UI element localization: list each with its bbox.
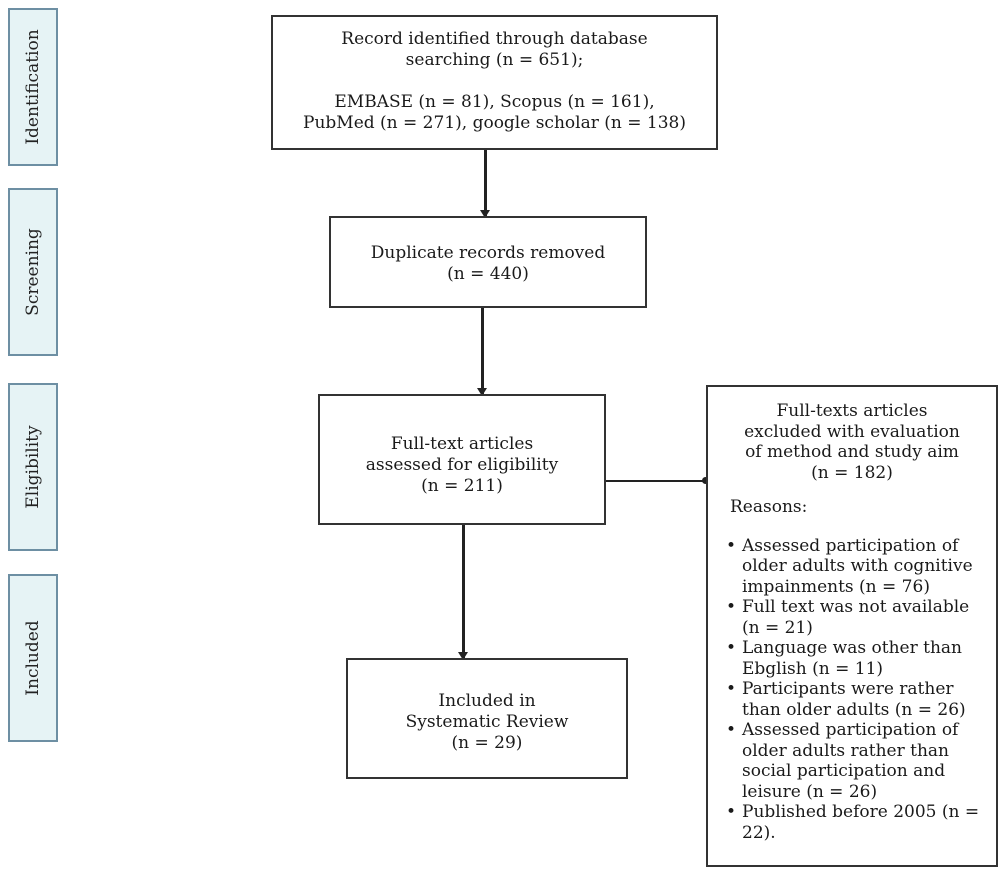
phase-eligibility: Eligibility — [8, 383, 58, 551]
reason-item: Participants were rather than older adul… — [708, 679, 996, 720]
screening-line-1: Duplicate records removed — [370, 243, 606, 263]
reasons-title: Reasons: — [730, 497, 808, 517]
reason-item: Assessed participation of older adults w… — [708, 536, 996, 598]
phase-eligibility-label: Eligibility — [23, 425, 43, 509]
identification-line-1: Record identified through database — [341, 29, 648, 49]
identification-box: Record identified through database searc… — [271, 15, 718, 150]
phase-screening-label: Screening — [23, 228, 43, 316]
reason-item: Published before 2005 (n = 22). — [708, 802, 996, 843]
identification-line-4: PubMed (n = 271), google scholar (n = 13… — [303, 113, 686, 133]
excluded-line-3: of method and study aim — [745, 442, 959, 462]
eligibility-line-1: Full-text articles — [390, 434, 534, 454]
excluded-line-1: Full-texts articles — [776, 401, 928, 421]
screening-box: Duplicate records removed (n = 440) — [329, 216, 647, 308]
phase-screening: Screening — [8, 188, 58, 356]
included-line-2: Systematic Review — [405, 712, 569, 732]
excluded-line-2: excluded with evaluation — [744, 421, 960, 442]
eligibility-line-3: (n = 211) — [421, 476, 503, 496]
excluded-line-4: (n = 182) — [811, 462, 893, 483]
phase-identification-label: Identification — [23, 29, 43, 145]
arrow-eligibility-to-excluded — [606, 477, 709, 484]
included-box: Included in Systematic Review (n = 29) — [346, 658, 628, 779]
arrow-eligibility-to-included — [458, 525, 468, 660]
screening-line-2: (n = 440) — [447, 264, 529, 284]
phase-identification: Identification — [8, 8, 58, 166]
phase-included: Included — [8, 574, 58, 742]
identification-line-2: searching (n = 651); — [405, 50, 584, 70]
eligibility-box: Full-text articles assessed for eligibil… — [318, 394, 606, 525]
included-line-1: Included in — [438, 691, 536, 711]
excluded-box: Full-texts articles excluded with evalua… — [706, 385, 998, 867]
arrow-screening-to-eligibility — [477, 308, 487, 396]
arrow-identification-to-screening — [480, 150, 490, 218]
reason-item: Assessed participation of older adults r… — [708, 720, 996, 802]
excluded-header: Full-texts articles excluded with evalua… — [708, 401, 996, 483]
phase-included-label: Included — [23, 620, 43, 696]
identification-line-3: EMBASE (n = 81), Scopus (n = 161), — [334, 92, 655, 112]
reasons-list: Assessed participation of older adults w… — [708, 536, 996, 844]
included-line-3: (n = 29) — [451, 733, 523, 753]
reason-item: Language was other than Ebglish (n = 11) — [708, 638, 996, 679]
eligibility-line-2: assessed for eligibility — [365, 455, 559, 475]
reason-item: Full text was not available (n = 21) — [708, 597, 996, 638]
